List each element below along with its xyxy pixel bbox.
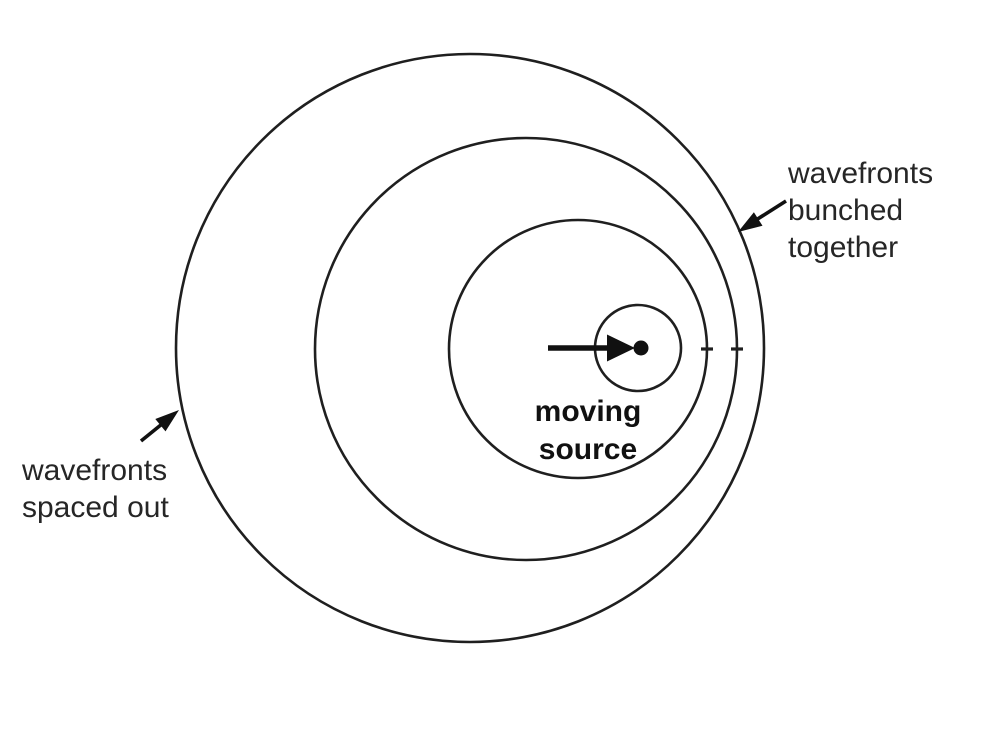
bunched-label-line3: together: [788, 231, 898, 264]
moving-source-label-line2: source: [539, 433, 637, 466]
bunched-label-line2: bunched: [788, 194, 903, 227]
wavefront-circle: [313, 136, 739, 562]
bunched-arrow-shaft: [755, 199, 787, 222]
spaced-out-label: wavefronts spaced out: [21, 410, 179, 524]
spaced-arrow-shaft: [139, 422, 164, 443]
spaced-label-line1: wavefronts: [21, 454, 167, 487]
wavefront-circles: [174, 52, 766, 644]
spaced-label-line2: spaced out: [22, 491, 169, 524]
moving-source-label: moving source: [535, 395, 642, 466]
bunched-label-line1: wavefronts: [787, 157, 933, 190]
bunched-together-label: wavefronts bunched together: [738, 157, 933, 264]
wavefront-circle: [174, 52, 766, 644]
source-dot: [633, 340, 649, 356]
bunched-arrowhead-icon: [738, 212, 763, 232]
motion-arrowhead-icon: [607, 334, 635, 362]
moving-source-label-line1: moving: [535, 395, 642, 428]
spaced-arrowhead-icon: [155, 410, 179, 432]
source-motion-arrow: [548, 334, 635, 362]
